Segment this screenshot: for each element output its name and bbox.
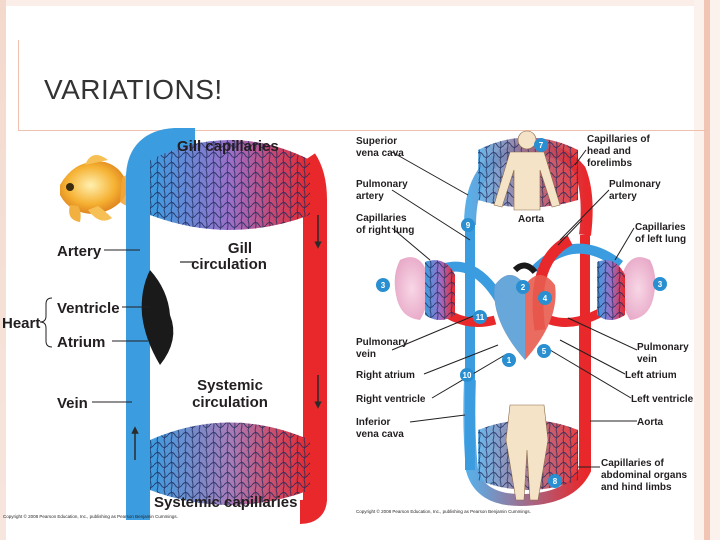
label-inferior-vena-cava-line1: Inferior bbox=[356, 417, 391, 428]
marker-4: 4 bbox=[543, 294, 548, 303]
label-systemic-circulation-line1: Systemic bbox=[197, 377, 263, 394]
label-right-ventricle: Right ventricle bbox=[356, 394, 426, 405]
label-capillaries-right-lung-line2: of right lung bbox=[356, 225, 414, 236]
label-pulmonary-artery-left-line2: artery bbox=[356, 191, 384, 202]
label-pulmonary-vein-right-line1: Pulmonary bbox=[637, 342, 689, 353]
label-capillaries-head-line1: Capillaries of bbox=[587, 134, 650, 145]
label-atrium: Atrium bbox=[57, 334, 105, 351]
marker-3-left: 3 bbox=[381, 281, 386, 290]
label-right-atrium: Right atrium bbox=[356, 370, 415, 381]
label-aorta-top: Aorta bbox=[518, 214, 545, 225]
marker-5: 5 bbox=[542, 347, 547, 356]
label-capillaries-right-lung-line1: Capillaries bbox=[356, 213, 407, 224]
label-capillaries-abdominal-line3: and hind limbs bbox=[601, 482, 672, 493]
label-pulmonary-vein-left-line2: vein bbox=[356, 349, 376, 360]
label-inferior-vena-cava-line2: vena cava bbox=[356, 429, 404, 440]
label-capillaries-head-line3: forelimbs bbox=[587, 158, 632, 169]
mammal-markers: 7 9 3 3 2 4 11 5 1 10 8 bbox=[376, 138, 667, 488]
label-pulmonary-artery-left-line1: Pulmonary bbox=[356, 179, 408, 190]
label-left-ventricle: Left ventricle bbox=[631, 394, 694, 405]
frame-rule-vertical bbox=[18, 40, 19, 130]
frame-rule-horizontal bbox=[18, 130, 708, 131]
label-ventricle: Ventricle bbox=[57, 300, 120, 317]
label-artery: Artery bbox=[57, 243, 102, 260]
label-heart: Heart bbox=[2, 315, 40, 332]
label-systemic-capillaries: Systemic capillaries bbox=[154, 494, 297, 511]
marker-2: 2 bbox=[521, 283, 526, 292]
label-capillaries-left-lung-line2: of left lung bbox=[635, 234, 686, 245]
marker-9: 9 bbox=[466, 221, 471, 230]
label-aorta: Aorta bbox=[637, 417, 664, 428]
label-capillaries-left-lung-line1: Capillaries bbox=[635, 222, 686, 233]
label-pulmonary-artery-right-line1: Pulmonary bbox=[609, 179, 661, 190]
slide-title: VARIATIONS! bbox=[44, 74, 223, 105]
label-gill-circulation-line2: circulation bbox=[191, 256, 267, 273]
mammal-copyright: Copyright © 2008 Pearson Education, Inc.… bbox=[356, 508, 531, 514]
label-pulmonary-vein-right-line2: vein bbox=[637, 354, 657, 365]
marker-11: 11 bbox=[476, 313, 485, 322]
marker-3-right: 3 bbox=[658, 280, 663, 289]
slide-frame-right bbox=[694, 0, 720, 540]
label-left-atrium: Left atrium bbox=[625, 370, 677, 381]
label-superior-vena-cava-line2: vena cava bbox=[356, 148, 404, 159]
marker-7: 7 bbox=[539, 141, 544, 150]
fish-leader-lines bbox=[39, 249, 150, 403]
label-capillaries-head-line2: head and bbox=[587, 146, 631, 157]
label-vein: Vein bbox=[57, 395, 88, 412]
label-gill-capillaries: Gill capillaries bbox=[177, 138, 279, 155]
marker-8: 8 bbox=[553, 477, 558, 486]
label-gill-circulation-line1: Gill bbox=[228, 240, 252, 257]
fish-circulation bbox=[125, 128, 327, 524]
mammal-leader-lines bbox=[391, 149, 638, 468]
label-systemic-circulation-line2: circulation bbox=[192, 394, 268, 411]
label-capillaries-abdominal-line1: Capillaries of bbox=[601, 458, 664, 469]
slide-frame-top bbox=[6, 0, 720, 6]
fish-illustration bbox=[60, 155, 135, 222]
slide-frame-left bbox=[0, 0, 6, 540]
marker-10: 10 bbox=[463, 371, 472, 380]
label-pulmonary-vein-left-line1: Pulmonary bbox=[356, 337, 408, 348]
label-capillaries-abdominal-line2: abdominal organs bbox=[601, 470, 688, 481]
marker-1: 1 bbox=[507, 356, 512, 365]
label-pulmonary-artery-right-line2: artery bbox=[609, 191, 637, 202]
label-superior-vena-cava-line1: Superior bbox=[356, 136, 397, 147]
fish-copyright: Copyright © 2008 Pearson Education, Inc.… bbox=[3, 513, 178, 519]
